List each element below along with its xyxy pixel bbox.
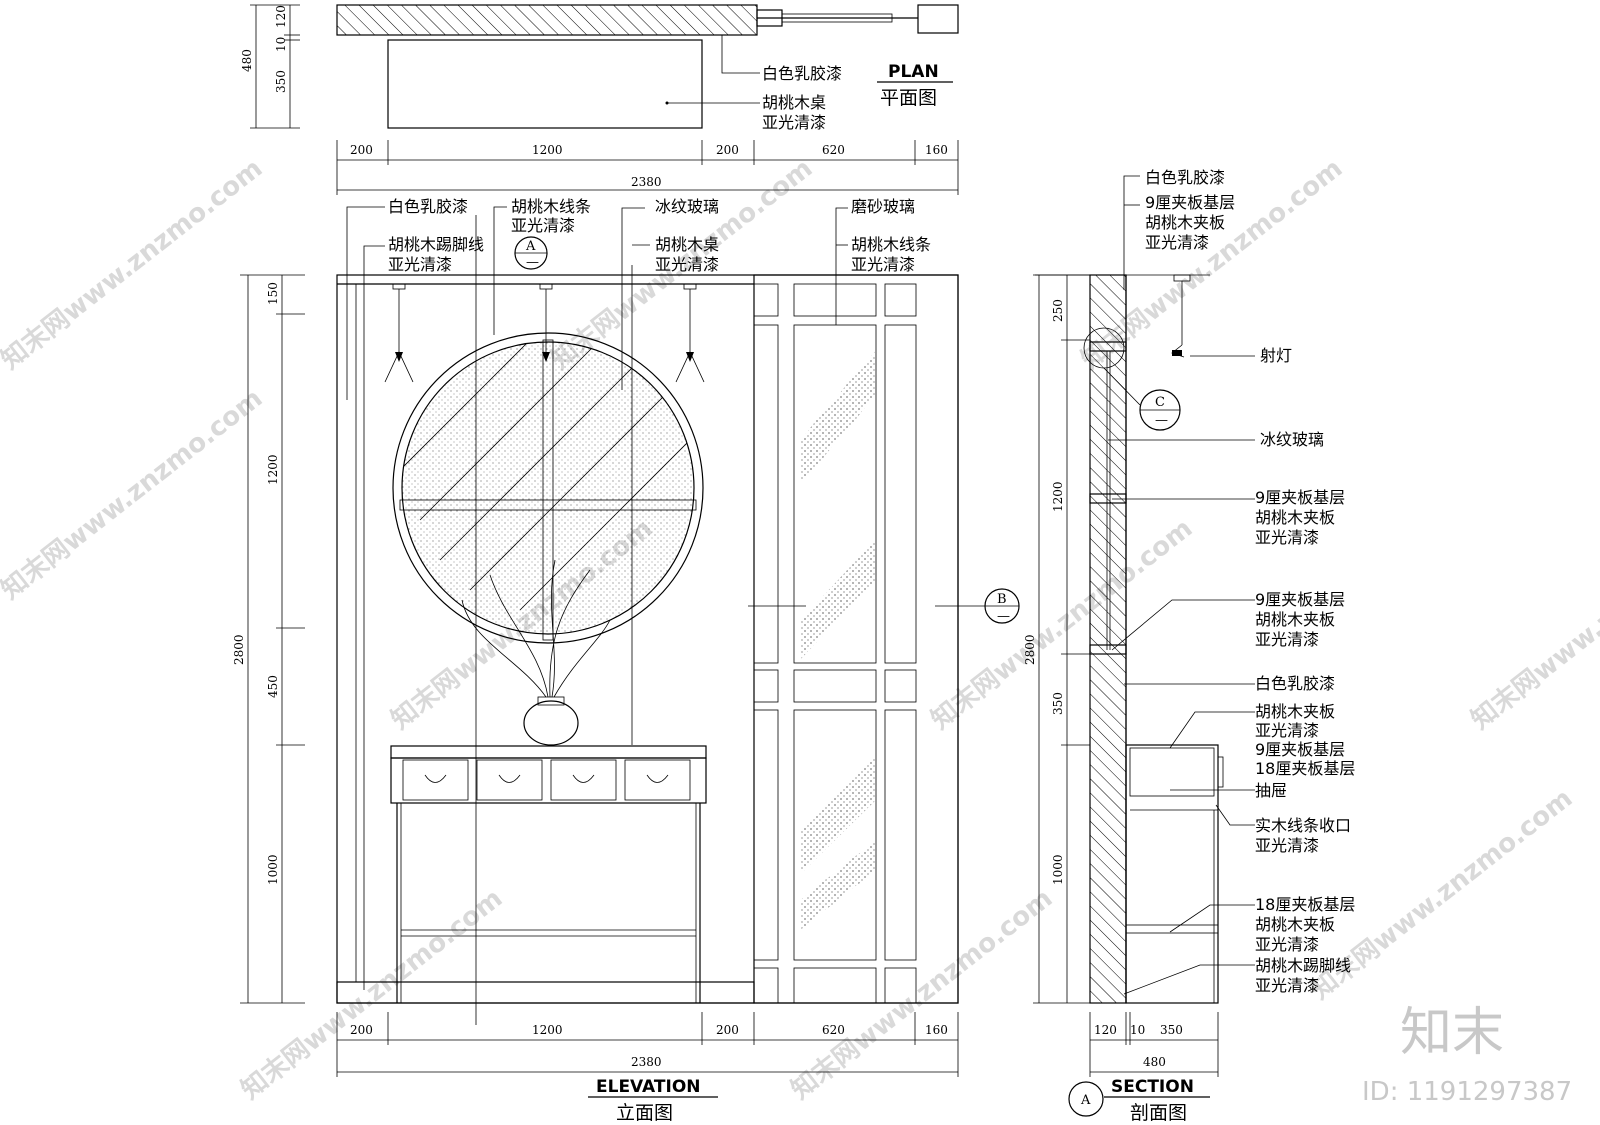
- elevation-title-en: ELEVATION: [596, 1077, 701, 1097]
- section-dim: 250: [1051, 299, 1065, 322]
- section-label: 胡桃木夹板: [1255, 915, 1335, 934]
- section-dim: 10: [1130, 1023, 1145, 1037]
- spotlight-icon: [539, 283, 553, 362]
- section-label: 18厘夹板基层: [1255, 895, 1355, 914]
- marker-dash: —: [997, 609, 1010, 624]
- elevation-dim: 200: [716, 1023, 739, 1037]
- plan-label: 白色乳胶漆: [762, 64, 842, 83]
- elevation-label: 亚光清漆: [511, 216, 575, 235]
- section-label: 亚光清漆: [1255, 976, 1319, 995]
- section-label: 胡桃木夹板: [1255, 702, 1335, 721]
- watermark-text: 知末网www.znzmo.com: [0, 383, 268, 605]
- elevation-dim: 1200: [532, 1023, 563, 1037]
- section-label: 白色乳胶漆: [1145, 168, 1225, 187]
- elevation-dim: 450: [266, 675, 280, 698]
- brand-watermark: 知末: [1400, 1003, 1504, 1063]
- plan-dim: 10: [274, 37, 288, 52]
- section-dim: 1200: [1051, 481, 1065, 512]
- watermark-text: 知末网www.znzmo.com: [1466, 513, 1600, 735]
- section-label: 亚光清漆: [1255, 935, 1319, 954]
- section-label: 胡桃木夹板: [1145, 213, 1225, 232]
- section-title-cn: 剖面图: [1130, 1102, 1187, 1124]
- elevation-label: 白色乳胶漆: [388, 197, 468, 216]
- section-label: 18厘夹板基层: [1255, 759, 1355, 778]
- plan-dim: 350: [274, 70, 288, 93]
- plan-dim: 200: [350, 143, 373, 157]
- section-label: 冰纹玻璃: [1260, 430, 1324, 449]
- elevation-dim: 620: [822, 1023, 845, 1037]
- section-dim-total: 480: [1143, 1055, 1166, 1069]
- section-label: 亚光清漆: [1145, 233, 1209, 252]
- section-label: 9厘夹板基层: [1255, 590, 1345, 609]
- elevation-dim: 2800: [232, 634, 246, 665]
- section-label: 亚光清漆: [1255, 721, 1319, 740]
- elevation-label: 冰纹玻璃: [655, 197, 719, 216]
- plan-view: 白色乳胶漆 胡桃木桌 亚光清漆 PLAN 平面图 480 120 10 350 …: [240, 4, 959, 195]
- plan-dim: 120: [274, 5, 288, 28]
- section-label: 射灯: [1260, 346, 1292, 365]
- elevation-label: 亚光清漆: [388, 255, 452, 274]
- plan-dim: 620: [822, 143, 845, 157]
- section-view: C — 白色乳胶漆 9厘夹板基层 胡桃木夹板 亚光清漆 射灯 冰纹玻璃 9厘夹板…: [1023, 168, 1355, 1124]
- section-dim: 120: [1094, 1023, 1117, 1037]
- marker-dash: —: [1155, 413, 1168, 428]
- section-label: 9厘夹板基层: [1145, 193, 1235, 212]
- section-dim: 1000: [1051, 854, 1065, 885]
- elevation-dim: 160: [925, 1023, 948, 1037]
- marker-letter: A: [1080, 1093, 1091, 1108]
- marker-dash: —: [526, 255, 539, 270]
- section-label: 胡桃木夹板: [1255, 610, 1335, 629]
- plan-label: 亚光清漆: [762, 113, 826, 132]
- elevation-label: 磨砂玻璃: [851, 197, 915, 216]
- elevation-label: 亚光清漆: [851, 255, 915, 274]
- section-label: 亚光清漆: [1255, 630, 1319, 649]
- section-label: 实木线条收口: [1255, 816, 1351, 835]
- elevation-label: 胡桃木线条: [851, 235, 931, 254]
- plan-dim: 480: [240, 49, 254, 72]
- section-dim: 350: [1051, 692, 1065, 715]
- plan-label: 胡桃木桌: [762, 93, 826, 112]
- elevation-dim: 1200: [266, 454, 280, 485]
- elevation-dim-total: 2380: [631, 1055, 662, 1069]
- marker-letter: B: [997, 592, 1007, 607]
- plan-dim-total: 2380: [631, 175, 662, 189]
- elevation-dim: 200: [350, 1023, 373, 1037]
- plan-dim: 1200: [532, 143, 563, 157]
- plan-dim: 200: [716, 143, 739, 157]
- section-dim: 2800: [1023, 634, 1037, 665]
- section-label: 9厘夹板基层: [1255, 488, 1345, 507]
- marker-letter: C: [1155, 395, 1165, 410]
- plan-title-en: PLAN: [888, 62, 939, 82]
- section-marker-a: [1068, 1081, 1104, 1117]
- vase-icon: [461, 559, 611, 746]
- elevation-dim: 1000: [266, 854, 280, 885]
- id-watermark: ID: 1191297387: [1362, 1077, 1572, 1107]
- watermark-text: 知末网www.znzmo.com: [0, 153, 268, 375]
- section-label: 胡桃木夹板: [1255, 508, 1335, 527]
- section-label: 亚光清漆: [1255, 836, 1319, 855]
- elevation-label: 胡桃木线条: [511, 197, 591, 216]
- elevation-label: 亚光清漆: [655, 255, 719, 274]
- marker-letter: A: [525, 239, 536, 254]
- section-dim: 350: [1160, 1023, 1183, 1037]
- section-title-en: SECTION: [1111, 1077, 1194, 1097]
- section-label: 白色乳胶漆: [1255, 674, 1335, 693]
- section-label: 亚光清漆: [1255, 528, 1319, 547]
- elevation-label: 胡桃木踢脚线: [388, 235, 484, 254]
- elevation-dim: 150: [266, 282, 280, 305]
- plan-title-cn: 平面图: [880, 87, 937, 109]
- section-label: 9厘夹板基层: [1255, 740, 1345, 759]
- spotlight-icon: [675, 283, 705, 383]
- elevation-view: 白色乳胶漆 胡桃木踢脚线 亚光清漆 胡桃木线条 亚光清漆 冰纹玻璃 胡桃木桌 亚…: [232, 197, 1020, 1124]
- elevation-title-cn: 立面图: [616, 1102, 673, 1124]
- spotlight-icon: [384, 283, 414, 383]
- elevation-label: 胡桃木桌: [655, 235, 719, 254]
- section-label: 抽屉: [1255, 781, 1287, 800]
- section-label: 胡桃木踢脚线: [1255, 956, 1351, 975]
- plan-dim: 160: [925, 143, 948, 157]
